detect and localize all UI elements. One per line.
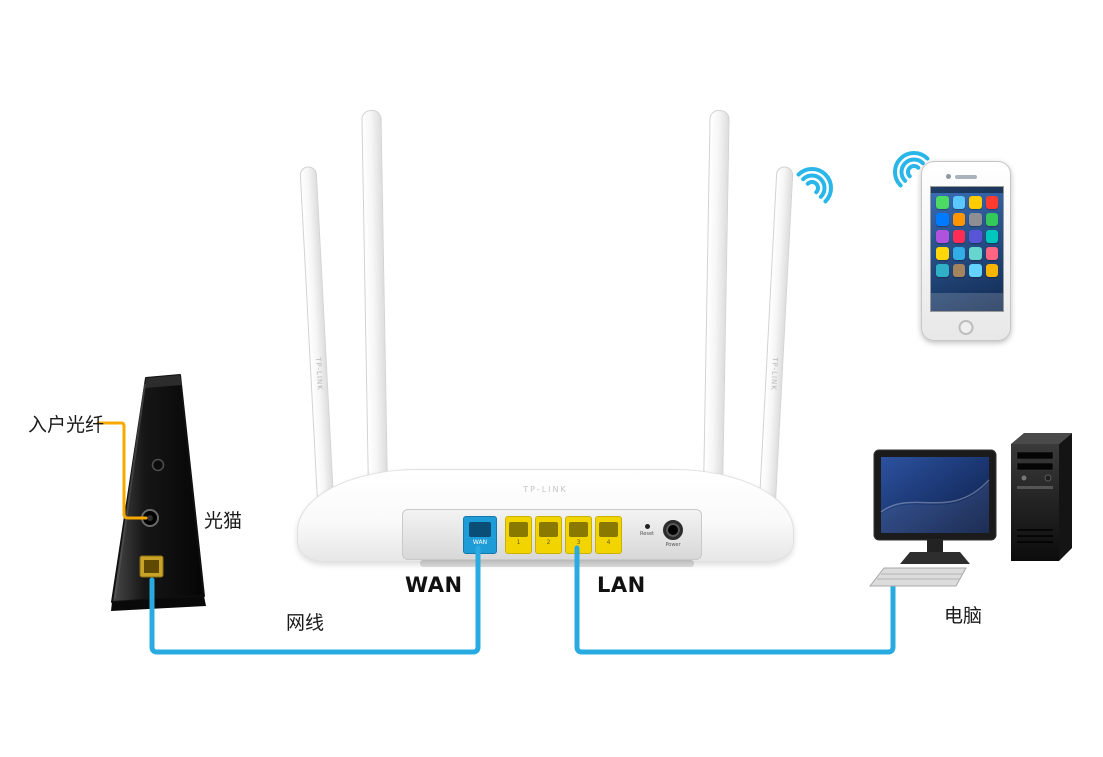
phone-status-bar xyxy=(931,187,1003,193)
label-computer: 电脑 xyxy=(944,605,983,627)
phone-app-icon xyxy=(985,247,998,260)
smartphone-device xyxy=(921,161,1011,341)
reset-hole xyxy=(644,524,650,529)
phone-app-icon xyxy=(969,213,982,226)
tower-power-button xyxy=(1021,475,1027,481)
lan-port-label: 3 xyxy=(576,539,581,546)
phone-app-icon xyxy=(936,247,949,260)
wifi-signal-icon-router xyxy=(796,167,833,204)
phone-app-icon xyxy=(952,247,965,260)
phone-app-icon xyxy=(952,213,965,226)
phone-app-icon xyxy=(952,230,965,243)
phone-app-icon xyxy=(952,196,965,209)
wifi-arc xyxy=(796,167,833,204)
phone-app-icon xyxy=(936,213,949,226)
monitor-screen-swoosh xyxy=(881,482,989,533)
lan-port-slot xyxy=(539,522,558,537)
phone-home-button xyxy=(958,320,974,335)
phone-app-icon xyxy=(936,264,949,277)
router-logo: TP-LINK xyxy=(523,485,568,494)
tower-drive-bay xyxy=(1016,462,1054,471)
phone-app-icon xyxy=(969,264,982,277)
tower-vents xyxy=(1017,529,1053,543)
tower-top xyxy=(1011,433,1072,444)
router-antenna-right-outer: TP-LINK xyxy=(758,166,794,521)
phone-app-icon xyxy=(985,213,998,226)
lan-port-slot xyxy=(599,522,618,537)
phone-app-icon xyxy=(969,247,982,260)
phone-app-icon xyxy=(952,264,965,277)
lan-port-label: 4 xyxy=(606,539,611,546)
tower-drive-bay xyxy=(1016,451,1054,460)
label-cable: 网线 xyxy=(286,612,325,634)
tower-reset-button xyxy=(1044,474,1052,482)
monitor-base xyxy=(900,552,970,564)
phone-speaker xyxy=(955,175,977,179)
tower-front xyxy=(1011,444,1059,561)
router-brand-text: TP-LINK xyxy=(769,357,780,392)
lan-port-label: 2 xyxy=(546,539,551,546)
monitor-screen xyxy=(881,457,989,533)
wifi-arc xyxy=(805,180,820,195)
lan-port-3: 3 xyxy=(565,516,592,554)
computer-device xyxy=(868,433,1072,587)
lan-port-slot xyxy=(509,522,528,537)
tower-trim xyxy=(1017,486,1053,489)
monitor-screen-swoosh-line xyxy=(880,479,990,513)
modem-lan-port-slot xyxy=(144,560,159,573)
phone-app-icon xyxy=(985,196,998,209)
power-jack: Power xyxy=(661,520,685,548)
phone-app-icon xyxy=(936,230,949,243)
optical-modem-device xyxy=(111,374,206,611)
phone-screen xyxy=(930,186,1004,312)
label-fiber-in: 入户光纤 xyxy=(28,414,105,436)
router-antenna-right-inner xyxy=(703,109,730,493)
router-brand-text: TP-LINK xyxy=(313,357,324,392)
power-jack-hole xyxy=(663,520,683,540)
lan-port-4: 4 xyxy=(595,516,622,554)
modem-fiber-port-pin xyxy=(147,515,153,521)
phone-app-icon xyxy=(969,196,982,209)
router-antenna-left-outer: TP-LINK xyxy=(299,166,335,521)
lan-port-1: 1 xyxy=(505,516,532,554)
phone-app-icon xyxy=(969,230,982,243)
phone-camera-dot xyxy=(946,174,951,179)
modem-button xyxy=(151,458,165,472)
phone-app-icon xyxy=(936,196,949,209)
router-port-panel: WAN 1 2 3 4 Reset xyxy=(402,509,702,560)
wan-port: WAN xyxy=(463,516,497,554)
monitor-stand xyxy=(927,540,943,552)
phone-app-icon xyxy=(985,264,998,277)
router-antenna-left-inner xyxy=(361,109,388,493)
phone-app-icon xyxy=(985,230,998,243)
reset-button: Reset xyxy=(636,524,658,537)
label-lan: LAN xyxy=(597,573,646,597)
reset-label: Reset xyxy=(640,531,654,537)
modem-top xyxy=(145,375,182,388)
power-label: Power xyxy=(665,542,681,548)
keyboard xyxy=(868,567,967,587)
lan-port-slot xyxy=(569,522,588,537)
tower-side xyxy=(1059,433,1072,561)
wifi-arc xyxy=(801,173,827,199)
wifi-arc xyxy=(906,164,921,179)
wan-port-slot xyxy=(469,522,491,537)
label-modem: 光猫 xyxy=(204,510,243,532)
router-base-shadow xyxy=(420,560,694,567)
lan-port-2: 2 xyxy=(535,516,562,554)
wan-port-label: WAN xyxy=(472,539,488,546)
phone-app-grid xyxy=(936,196,998,277)
phone-dock xyxy=(931,293,1003,311)
label-wan: WAN xyxy=(405,573,463,597)
wifi-arc xyxy=(899,157,925,183)
lan-port-label: 1 xyxy=(516,539,521,546)
